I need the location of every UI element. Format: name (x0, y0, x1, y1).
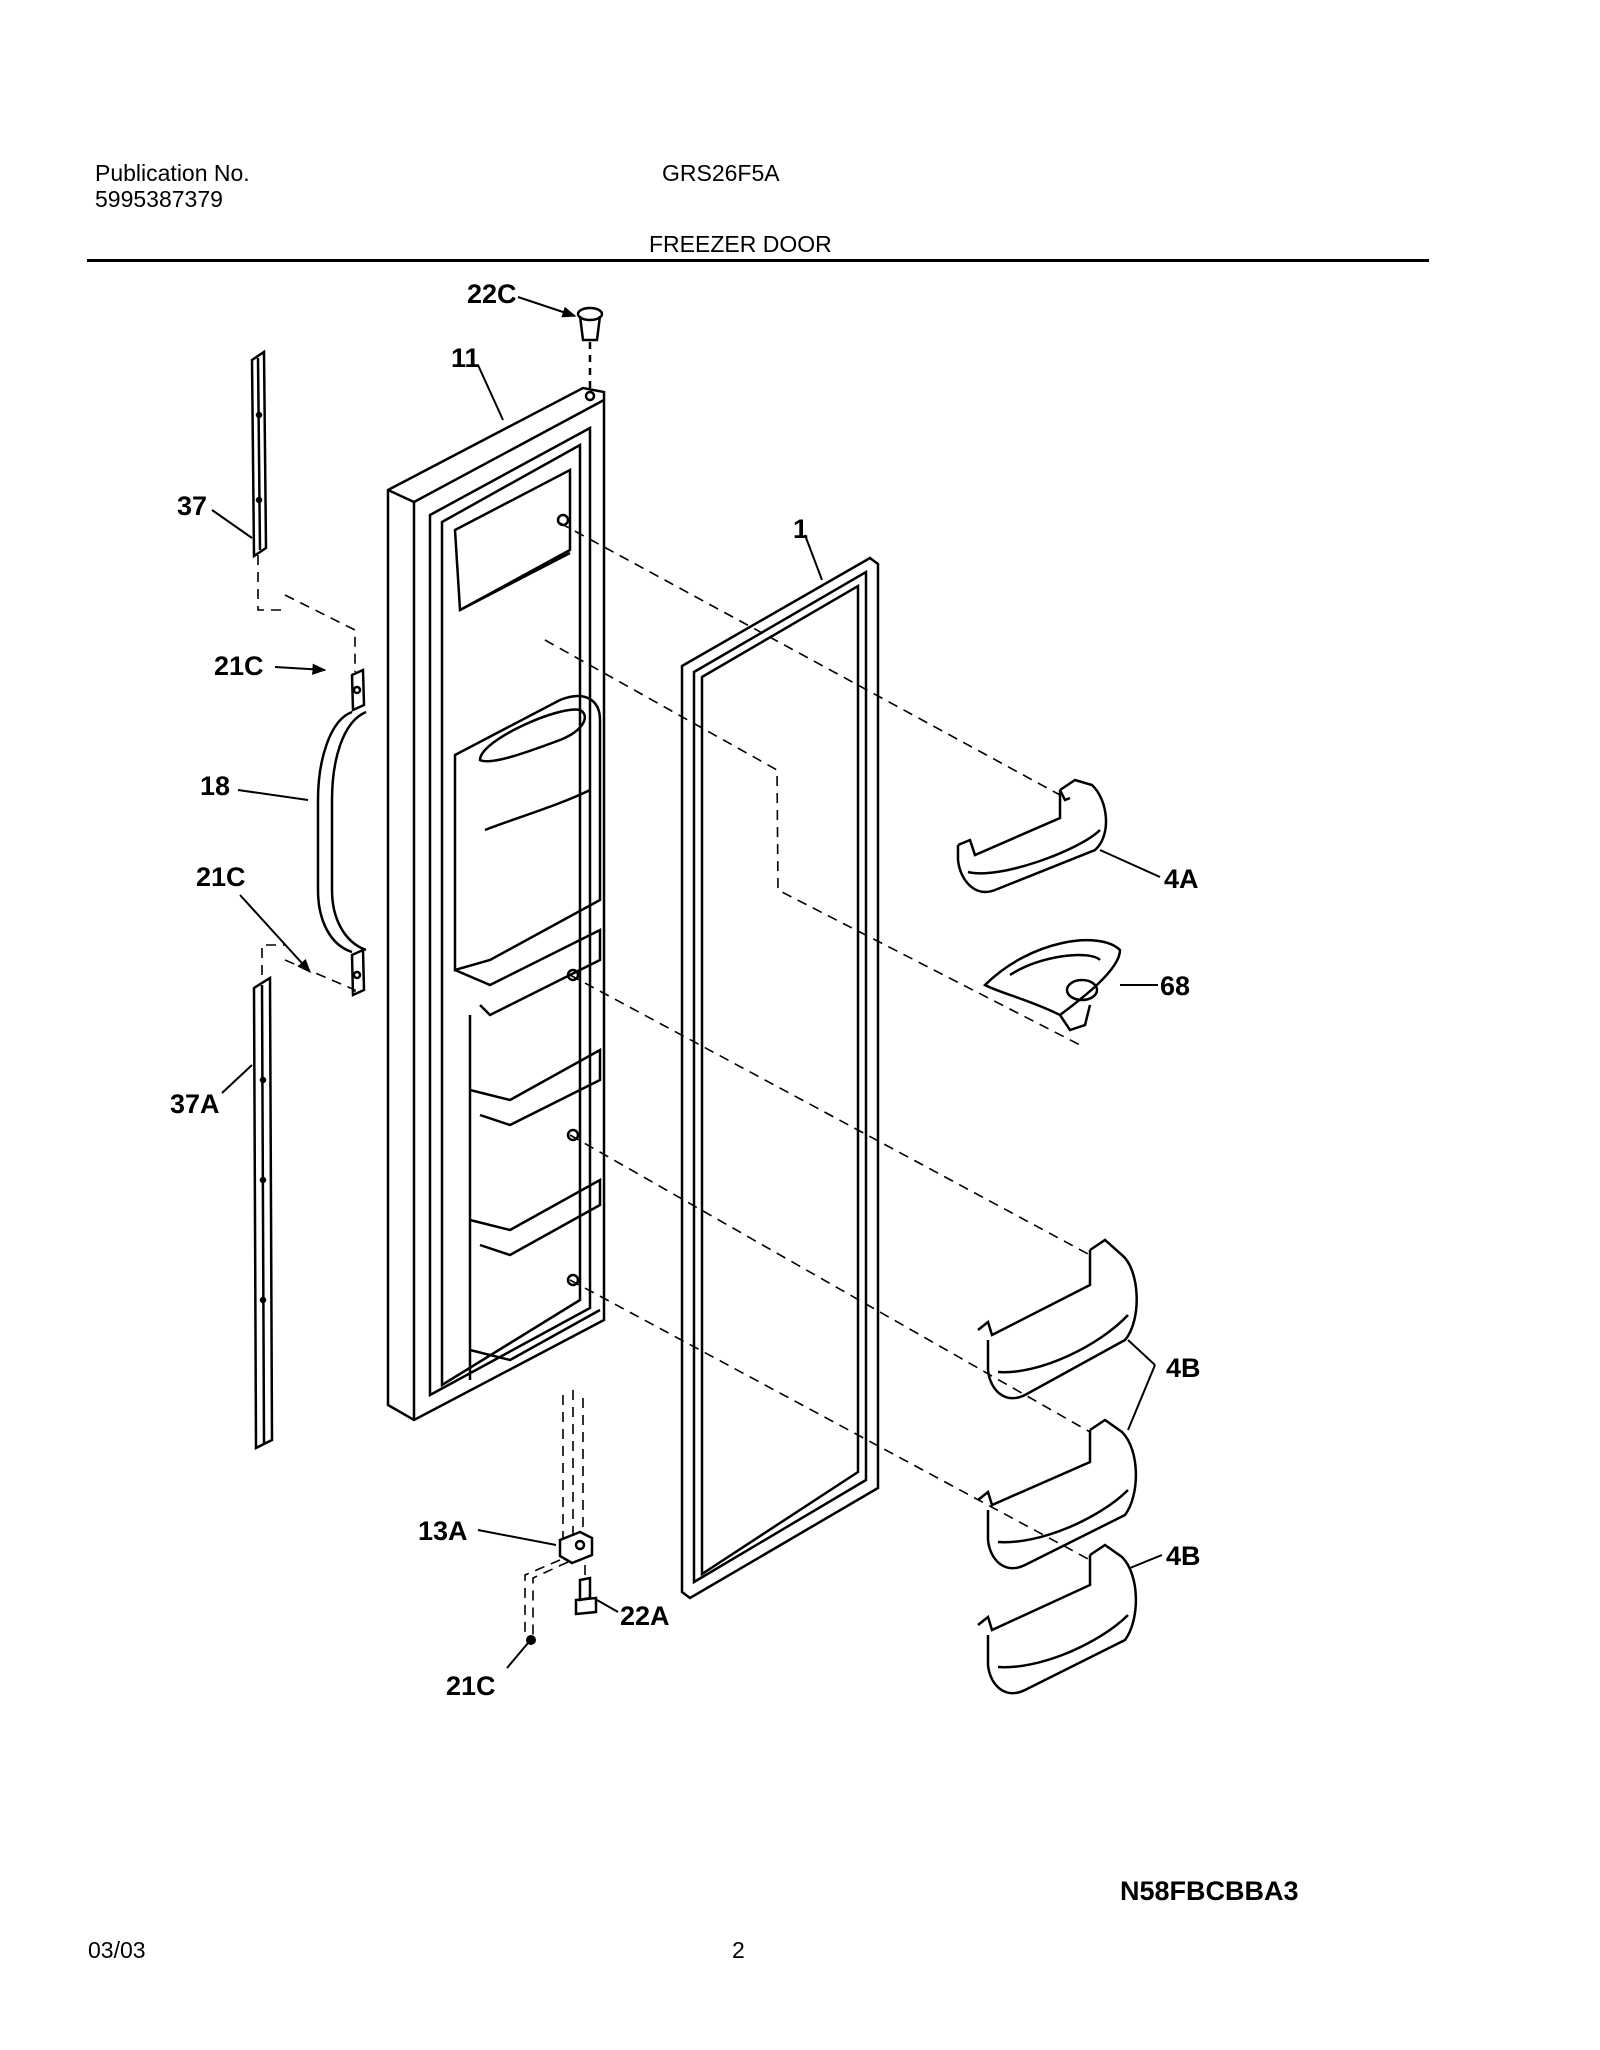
publication-date: 03/03 (88, 1937, 146, 1963)
callout-1: 1 (793, 514, 808, 544)
section-title: FREEZER DOOR (649, 231, 832, 257)
page-number: 2 (732, 1937, 745, 1963)
callout-22a: 22A (620, 1601, 670, 1631)
callout-21c-mid: 21C (196, 862, 246, 892)
part-4a-door-bin (956, 778, 1108, 893)
part-4b-door-bin-upper (977, 1238, 1138, 1570)
model-number: GRS26F5A (662, 160, 780, 186)
callout-13a: 13A (418, 1516, 468, 1546)
callout-37: 37 (177, 491, 207, 521)
part-68-ice-chute (982, 938, 1122, 1032)
part-1-door-gasket (680, 556, 880, 1600)
callout-21c-top: 21C (214, 651, 264, 681)
leader-lines (211, 296, 1163, 1669)
part-13a-hinge-bracket (558, 1530, 594, 1565)
part-22a-hinge-pin (574, 1576, 598, 1616)
alignment-lines (257, 522, 1091, 1635)
part-18-door-handle (316, 668, 367, 997)
part-11-freezer-door (386, 386, 606, 1422)
callout-4b-lower: 4B (1166, 1541, 1201, 1571)
callout-37a: 37A (170, 1089, 220, 1119)
callout-4a: 4A (1164, 864, 1199, 894)
callout-68: 68 (1160, 971, 1190, 1001)
callout-18: 18 (200, 771, 230, 801)
diagram-code: N58FBCBBA3 (1120, 1876, 1299, 1906)
part-22c-hinge-pin (576, 306, 604, 388)
publication-label: Publication No. (95, 160, 250, 186)
part-37-trim-strip (250, 349, 268, 559)
header-rule (87, 259, 1429, 262)
part-21c-screw-bottom (526, 1635, 536, 1645)
publication-number: 5995387379 (95, 186, 223, 212)
part-37a-trim-strip (252, 975, 274, 1451)
callout-22c: 22C (467, 279, 517, 309)
callout-21c-bottom: 21C (446, 1671, 496, 1701)
part-4b-door-bin-lower (977, 1543, 1138, 1695)
callout-11: 11 (451, 343, 480, 373)
callout-4b-upper: 4B (1166, 1353, 1201, 1383)
